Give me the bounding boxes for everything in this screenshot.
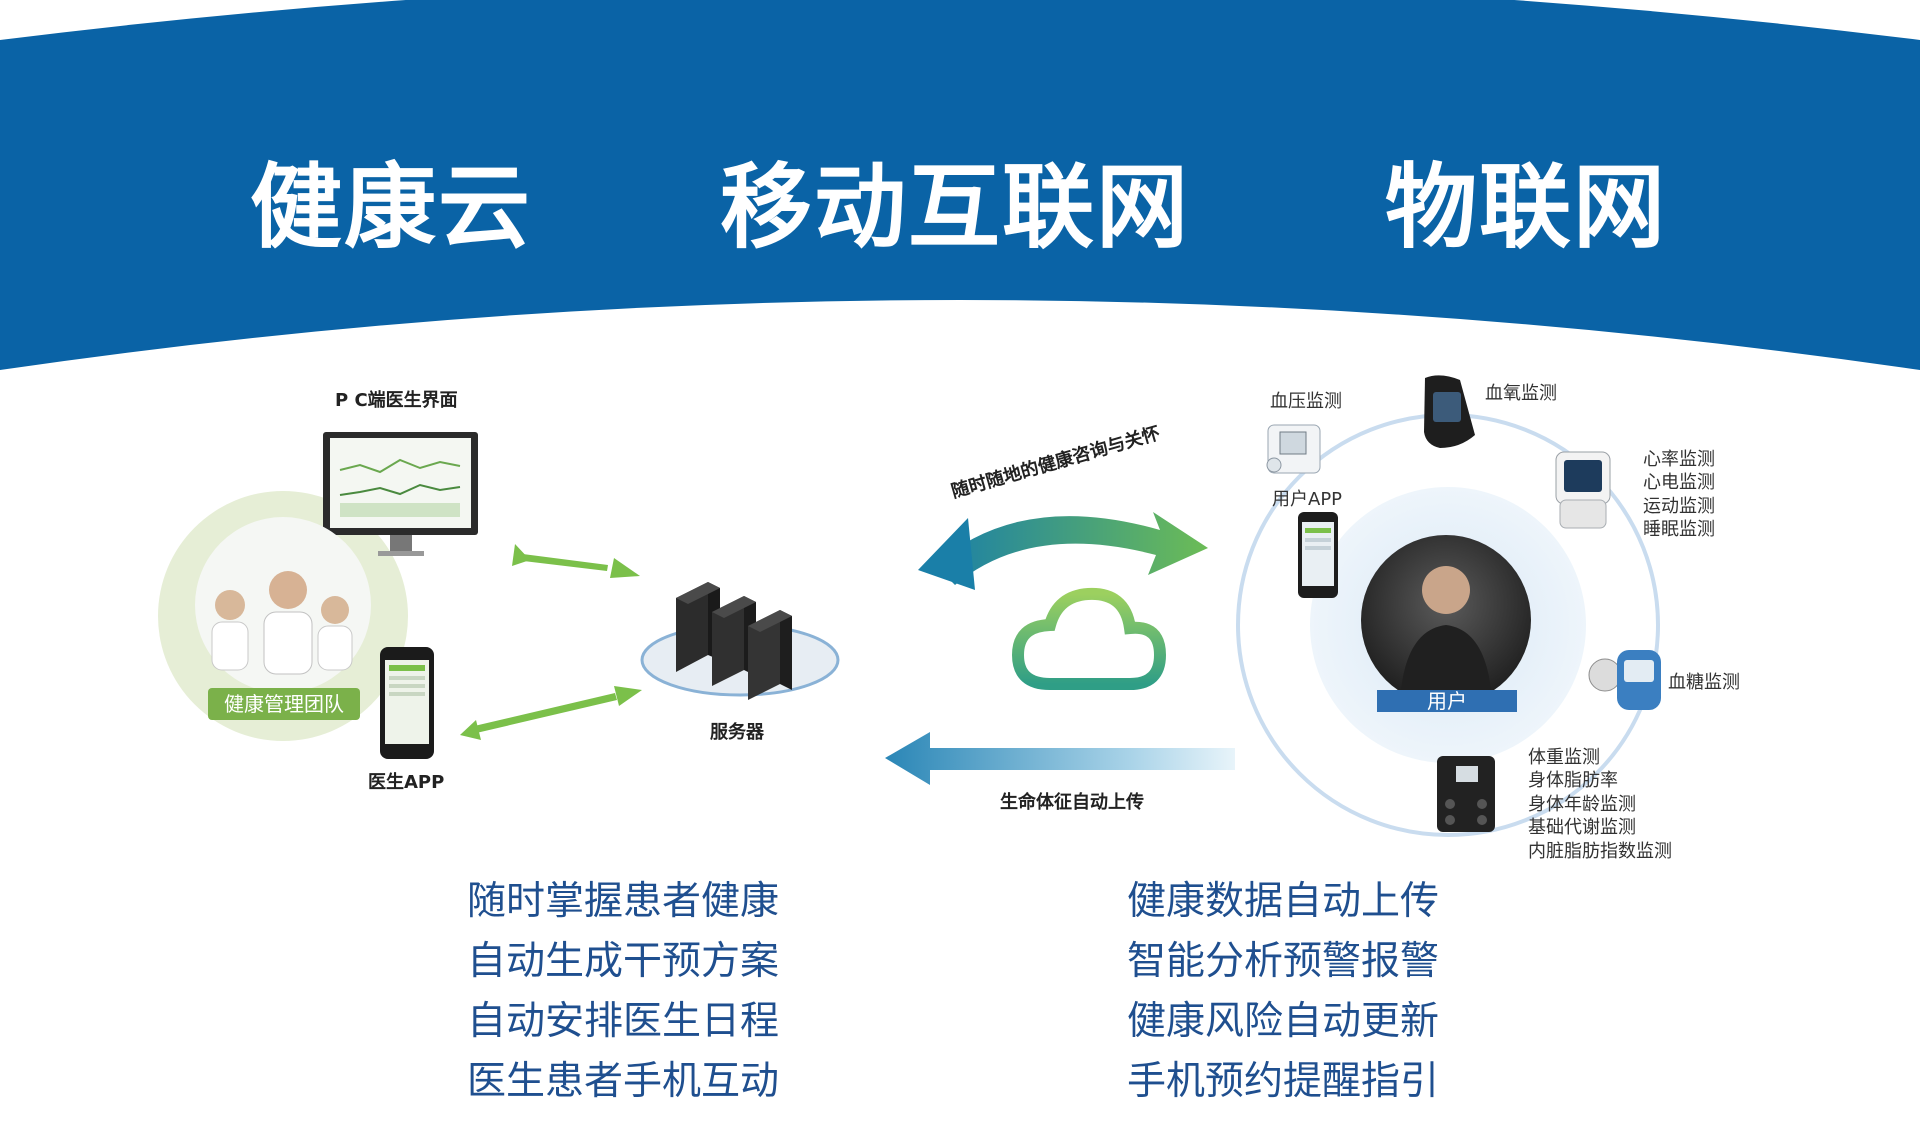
user-app-label: 用户APP (1272, 489, 1343, 510)
blood-sugar-label: 血糖监测 (1668, 672, 1740, 693)
doctor-benefits-list: 随时掌握患者健康 自动生成干预方案 自动安排医生日程 医生患者手机互动 (467, 872, 779, 1112)
health-team-label: 健康管理团队 (224, 692, 344, 716)
doctor-benefit-item: 医生患者手机互动 (467, 1059, 780, 1104)
app-server-arrow (460, 686, 642, 740)
doctor-benefit-item: 自动生成干预方案 (467, 939, 780, 984)
server-icon (676, 582, 792, 700)
pc-server-arrow (512, 544, 640, 578)
vital-upload-label: 生命体征自动上传 (1000, 792, 1144, 813)
blood-oxygen-label: 血氧监测 (1485, 383, 1557, 404)
watch-metric-item: 运动监测 (1643, 495, 1715, 517)
user-app-phone (1298, 512, 1338, 598)
user-benefits-list: 健康数据自动上传 智能分析预警报警 健康风险自动更新 手机预约提醒指引 (1127, 872, 1439, 1112)
header-title-iot: 物联网 (1385, 154, 1668, 261)
user-benefit-item: 手机预约提醒指引 (1127, 1059, 1440, 1104)
body-scale-icon (1437, 756, 1495, 832)
server-label: 服务器 (710, 722, 764, 743)
scale-metrics-list: 体重监测 身体脂肪率 身体年龄监测 基础代谢监测 内脏脂肪指数监测 (1528, 746, 1672, 863)
doctor-app-label: 医生APP (368, 772, 445, 793)
header-band (0, 0, 1920, 370)
blood-pressure-meter-icon (1266, 424, 1321, 474)
pulse-oximeter-icon (1424, 375, 1475, 448)
consult-arc-left-head (918, 518, 975, 590)
watch-metric-item: 心率监测 (1643, 449, 1715, 470)
scale-metric-item: 基础代谢监测 (1528, 817, 1636, 839)
monitor-icon (323, 432, 478, 556)
watch-metrics-list: 心率监测 心电监测 运动监测 睡眠监测 (1643, 448, 1715, 542)
scale-metric-item: 身体脂肪率 (1528, 770, 1618, 792)
scale-metric-item: 身体年龄监测 (1528, 793, 1636, 815)
header-title-health-cloud: 健康云 (250, 154, 533, 261)
consult-arc (935, 512, 1208, 585)
cloud-shape (1011, 587, 1167, 690)
watch-metric-item: 睡眠监测 (1643, 519, 1715, 541)
scale-metric-item: 体重监测 (1528, 747, 1600, 768)
header-title-mobile-internet: 移动互联网 (720, 154, 1191, 261)
upload-arrow (885, 732, 1235, 785)
doctor-benefit-item: 自动安排医生日程 (467, 999, 780, 1044)
pc-doctor-interface-label: P C端医生界面 (335, 390, 458, 411)
watch-metric-item: 心电监测 (1643, 472, 1715, 494)
user-label: 用户 (1427, 689, 1467, 713)
smartwatch-icon (1555, 451, 1611, 529)
smartphone-icon (380, 647, 434, 759)
blood-pressure-label: 血压监测 (1270, 391, 1342, 412)
user-benefit-item: 健康数据自动上传 (1127, 879, 1440, 924)
doctor-benefit-item: 随时掌握患者健康 (467, 879, 780, 924)
glucometer-icon (1588, 650, 1661, 710)
scale-metric-item: 内脏脂肪指数监测 (1528, 840, 1672, 862)
doctor-team-image (195, 517, 371, 720)
user-benefit-item: 智能分析预警报警 (1127, 939, 1440, 984)
user-benefit-item: 健康风险自动更新 (1127, 999, 1440, 1044)
user-portrait (1361, 535, 1531, 712)
